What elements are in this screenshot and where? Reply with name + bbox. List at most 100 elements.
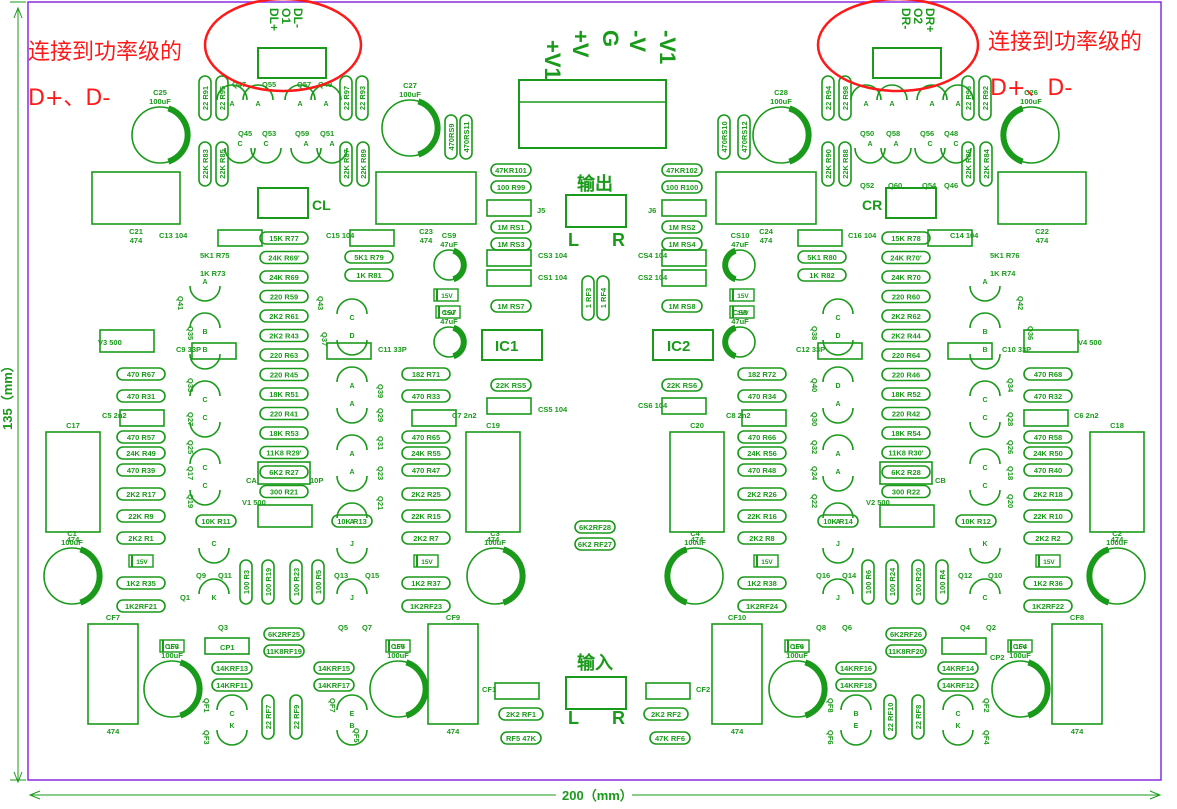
cap-cf8-id: CF8	[1070, 613, 1084, 622]
res-right-5-body	[881, 328, 931, 343]
res-left-4: 2K2 R61	[269, 312, 299, 321]
vres-27-body	[821, 75, 835, 121]
res-misc-9-body	[835, 678, 877, 692]
cap-c1-id: C1	[67, 529, 77, 538]
transistor-col-m-5-type: A	[349, 469, 354, 476]
label-22: CS4 104	[638, 251, 668, 260]
cap-c26-value: 100uF	[1020, 97, 1042, 106]
cap-c25-value: 100uF	[149, 97, 171, 106]
transistor-final-label-65: QF6	[826, 730, 835, 745]
res-left-5: 2K2 R43	[269, 332, 299, 341]
cap-c2-id: C2	[1112, 529, 1122, 538]
res-left-1: 24K R69'	[268, 254, 300, 263]
cap-cf10-id: CF10	[728, 613, 746, 622]
res-left-10-body	[259, 426, 309, 440]
transistor-top-r-1-type: A	[889, 101, 894, 108]
cap-c3-id: C3	[490, 529, 500, 538]
transistor-final-label-61: QF3	[202, 730, 211, 745]
transistor-low-label-47: Q15	[365, 571, 379, 580]
label-6: 5K1 R76	[990, 251, 1020, 260]
label-9: C11 33P	[378, 345, 407, 354]
box-j6	[661, 199, 707, 217]
transistor-col-label-41: Q32	[810, 440, 819, 454]
box-c9	[191, 342, 237, 360]
transistor-row2-0-body	[224, 147, 256, 164]
res-outer-left-2-body	[116, 430, 166, 444]
res-inner-left-4-body	[401, 430, 451, 444]
cap-c23-outline	[375, 171, 477, 225]
cap-c24-value: 474	[760, 236, 773, 245]
cap-c26-id: C26	[1024, 88, 1038, 97]
label-5: 1K R73	[200, 269, 225, 278]
transistor-col-rm-1-body	[822, 339, 854, 356]
vres-7: 100 R4	[938, 569, 947, 594]
transistor-low-3-body	[336, 578, 368, 595]
transistor-label-11: Q48	[944, 129, 958, 138]
label-34: CF2	[696, 685, 710, 694]
output-title: 输出	[577, 173, 613, 194]
transistor-col-label-20: Q25	[186, 440, 195, 454]
res-outer-right-5-body	[1023, 487, 1073, 501]
transistor-col-m-5-body	[336, 475, 368, 492]
vres-3-body	[311, 559, 325, 605]
res-inner-left-11-body	[401, 599, 451, 613]
transistor-col-label-25: Q39	[376, 384, 385, 398]
vres-25-body	[355, 75, 369, 121]
label-33: CF1	[482, 685, 496, 694]
res-center-11-body	[661, 378, 703, 392]
res-right-12-body	[881, 465, 931, 479]
transistor-final-label-64: QF8	[826, 698, 835, 713]
res-inner-left-7-body	[401, 487, 451, 501]
transistor-low-6-type: K	[982, 541, 987, 548]
cap-c1-polarity	[79, 546, 103, 606]
res-left-5-body	[259, 328, 309, 343]
res-center-10: 1M RS8	[668, 302, 695, 311]
vres-1-body	[261, 559, 275, 605]
transistor-low-label-57: Q6	[842, 623, 852, 632]
res-misc-3-body	[885, 644, 927, 658]
res-outer-right-9: 1K2RF22	[1032, 602, 1064, 611]
vres-2-body	[289, 559, 303, 605]
cap-c4-id: C4	[690, 529, 700, 538]
ic1-outline	[481, 329, 543, 361]
zener-6-body	[753, 554, 779, 568]
cap-c20-value: 474	[691, 535, 704, 544]
transistor-top-r-3-type: A	[955, 101, 960, 108]
conn-left-label-dl-plus: DL+	[267, 8, 281, 31]
res-inner-left-4: 470 R65	[412, 433, 440, 442]
zener-5: 15V	[421, 559, 433, 566]
res-misc-1: 11K8RF19	[266, 647, 302, 656]
transistor-col-m-0-body	[336, 298, 368, 315]
res-inner-left-5-body	[401, 446, 451, 460]
transistor-col-rm-1-type: D	[835, 333, 840, 340]
box-cf2	[645, 682, 691, 700]
cap-cf5-id: CF5	[391, 642, 405, 651]
cap-c2-value: 100uF	[1106, 538, 1128, 547]
cap-cf10-outline	[711, 623, 763, 725]
res-outer-left-8-body	[116, 576, 166, 590]
label-0: C13 104	[159, 231, 188, 240]
transistor-col-r-3-body	[969, 380, 1001, 397]
transistor-label-2: Q57	[297, 80, 311, 89]
zener-11-body	[1007, 639, 1033, 653]
transistor-final-0-type: C	[229, 711, 234, 718]
transistor-col-r-0-type: A	[982, 279, 987, 286]
vres-30-body	[215, 75, 229, 121]
cap-cf6-value: 100uF	[786, 651, 808, 660]
vres-10-body	[883, 694, 897, 740]
transistor-final-3-type: B	[349, 723, 354, 730]
res-center-5: 22K RS5	[496, 381, 526, 390]
transistor-final-5-type: E	[854, 723, 859, 730]
transistor-label-8: Q50	[860, 129, 874, 138]
res-misc-1-body	[263, 644, 305, 658]
res-right-10: 18K R54	[891, 429, 921, 438]
res-rf5-body	[500, 731, 542, 745]
transistor-label-1: Q55	[262, 80, 276, 89]
input-block	[565, 676, 627, 710]
res-misc-9: 14KRF18	[840, 681, 872, 690]
transistor-low-1-type: K	[211, 595, 216, 602]
res-misc-12: 10K R11	[201, 517, 230, 526]
res-right-13-body	[881, 484, 931, 499]
vres-5: 100 R24	[888, 567, 897, 596]
